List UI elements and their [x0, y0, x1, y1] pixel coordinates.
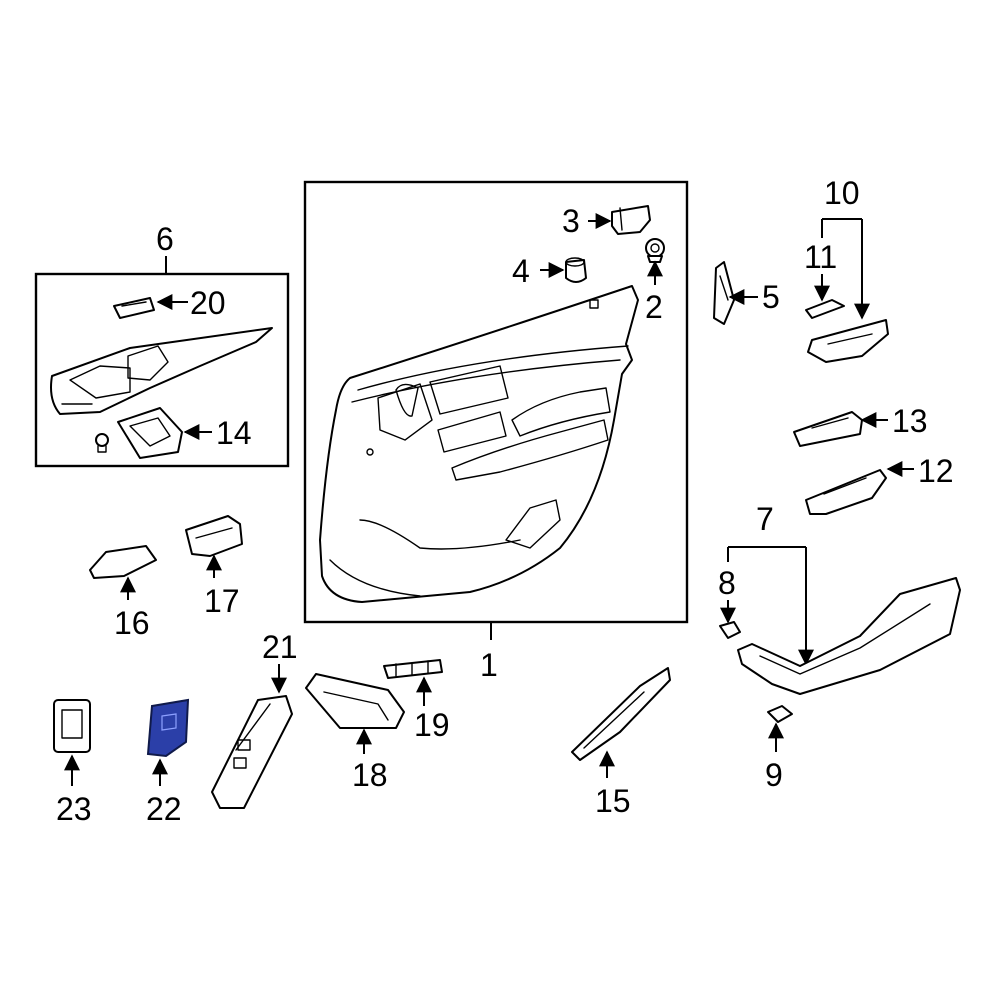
callout-9: 9	[765, 757, 783, 793]
part-4-clip[interactable]	[565, 257, 587, 283]
callout-14: 14	[216, 415, 252, 451]
part-5-bracket[interactable]	[713, 261, 735, 325]
callout-17: 17	[204, 583, 240, 619]
callout-19: 19	[414, 707, 450, 743]
part-19-switch[interactable]	[383, 659, 443, 679]
callout-21: 21	[262, 629, 298, 665]
screw-part[interactable]	[95, 433, 109, 453]
callout-23: 23	[56, 791, 92, 827]
door-panel-frame	[303, 180, 689, 624]
armrest-group-frame	[34, 272, 290, 468]
part-3-clip[interactable]	[611, 205, 651, 235]
callout-5: 5	[762, 279, 780, 315]
part-21-power-window-switch[interactable]	[211, 695, 293, 809]
door-trim-panel[interactable]	[319, 285, 639, 603]
part-18-switch-bezel[interactable]	[305, 673, 405, 729]
part-8-clip[interactable]	[719, 621, 741, 639]
callout-6: 6	[156, 221, 174, 257]
part-14-bezel[interactable]	[117, 407, 183, 459]
callout-11: 11	[804, 239, 837, 275]
callout-7: 7	[756, 501, 774, 537]
callout-22: 22	[146, 791, 182, 827]
part-13-switch[interactable]	[793, 411, 863, 447]
callout-18: 18	[352, 757, 388, 793]
callout-3: 3	[562, 203, 580, 239]
callout-15: 15	[595, 783, 631, 819]
part-9-clip[interactable]	[767, 705, 793, 723]
part-23-switch[interactable]	[53, 699, 91, 753]
callout-13: 13	[892, 403, 928, 439]
callout-2: 2	[645, 289, 663, 325]
callout-12: 12	[918, 453, 954, 489]
door-panel-group	[303, 180, 689, 640]
callout-10: 10	[824, 175, 860, 211]
part-15-speaker-grille[interactable]	[571, 667, 671, 761]
callout-8: 8	[718, 565, 736, 601]
callout-4: 4	[512, 253, 530, 289]
callout-1: 1	[480, 647, 498, 683]
part-2-clip[interactable]	[645, 238, 665, 263]
part-20-handle[interactable]	[113, 297, 155, 319]
part-10-switch-bezel[interactable]	[807, 319, 889, 363]
callout-20: 20	[190, 285, 226, 321]
part-7-lower-trim[interactable]	[737, 577, 961, 695]
part-17-switch[interactable]	[185, 515, 243, 557]
part-6-armrest[interactable]	[50, 327, 273, 415]
part-12-switch-panel[interactable]	[805, 469, 887, 515]
callout-16: 16	[114, 605, 150, 641]
armrest-group	[34, 256, 290, 468]
part-11-switch-cover[interactable]	[805, 299, 845, 319]
part-22-switch-highlighted[interactable]	[146, 698, 190, 758]
part-16-switch[interactable]	[89, 545, 157, 579]
